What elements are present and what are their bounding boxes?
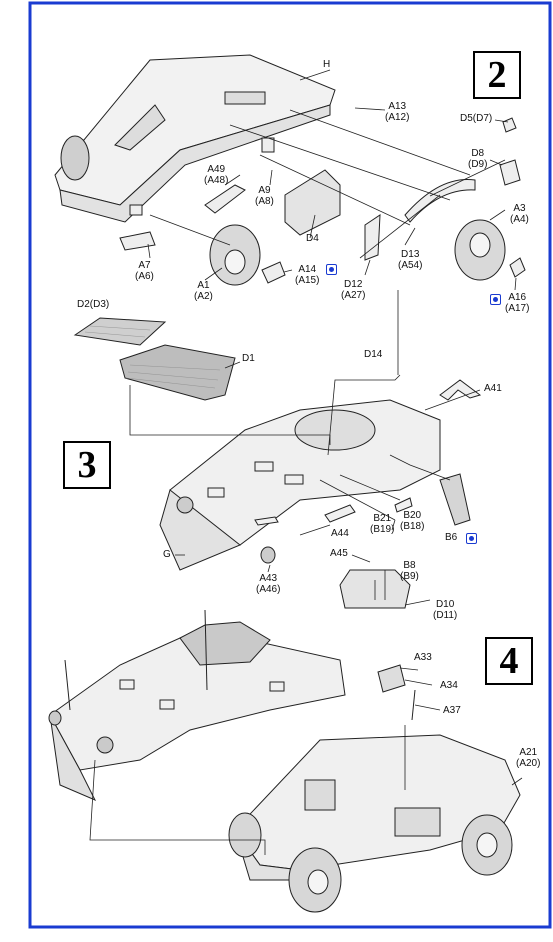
step-number: 3 <box>77 444 97 486</box>
step-number: 2 <box>487 54 507 96</box>
part-label: A44 <box>331 528 349 539</box>
part-label: D2(D3) <box>77 299 110 310</box>
step2-parts <box>119 117 526 286</box>
part-label: D4 <box>306 233 319 244</box>
part-label: A34 <box>440 680 458 691</box>
part-label: D10(D11) <box>433 599 458 621</box>
part-label: A3(A4) <box>510 203 529 225</box>
part-label: A7(A6) <box>135 260 154 282</box>
part-label: B21(B19) <box>370 513 395 535</box>
part-label: A13(A12) <box>385 101 410 123</box>
paint-color-icon <box>326 264 337 275</box>
part-label: D13(A54) <box>398 249 423 271</box>
step3-hull <box>159 379 482 609</box>
step2-leaders <box>147 69 517 291</box>
step-number-box: 3 <box>63 441 111 489</box>
step2-chassis <box>54 54 336 223</box>
paint-color-icon <box>466 533 477 544</box>
part-label: A21(A20) <box>516 747 541 769</box>
step-number: 4 <box>499 640 519 682</box>
part-label: H <box>323 59 331 70</box>
part-label: A33 <box>414 652 432 663</box>
part-label: D1 <box>242 353 255 364</box>
part-label: A49(A48) <box>204 164 229 186</box>
part-label: D5(D7) <box>460 113 493 124</box>
step3-mesh-screen <box>73 317 236 401</box>
page-frame <box>28 1 552 929</box>
paint-color-icon <box>490 294 501 305</box>
part-label: G <box>163 549 171 560</box>
part-label: A16(A17) <box>505 292 530 314</box>
part-label: A9(A8) <box>255 185 274 207</box>
step4-leaders <box>89 667 523 855</box>
step3-leaders <box>129 290 481 606</box>
part-label: B8(B9) <box>400 560 419 582</box>
part-label: A14(A15) <box>295 264 320 286</box>
step-number-box: 2 <box>473 51 521 99</box>
part-label: A43(A46) <box>256 573 281 595</box>
step-number-box: 4 <box>485 637 533 685</box>
step4-vehicle <box>228 664 521 913</box>
part-label: A1(A2) <box>194 280 213 302</box>
part-label: A45 <box>330 548 348 559</box>
part-label: D14 <box>364 349 383 360</box>
part-label: A41 <box>484 383 502 394</box>
part-label: D12(A27) <box>341 279 366 301</box>
part-label: A37 <box>443 705 461 716</box>
part-label: B20(B18) <box>400 510 425 532</box>
part-label: B6 <box>445 532 458 543</box>
step4-turret <box>48 609 346 801</box>
part-label: D8(D9) <box>468 148 488 170</box>
